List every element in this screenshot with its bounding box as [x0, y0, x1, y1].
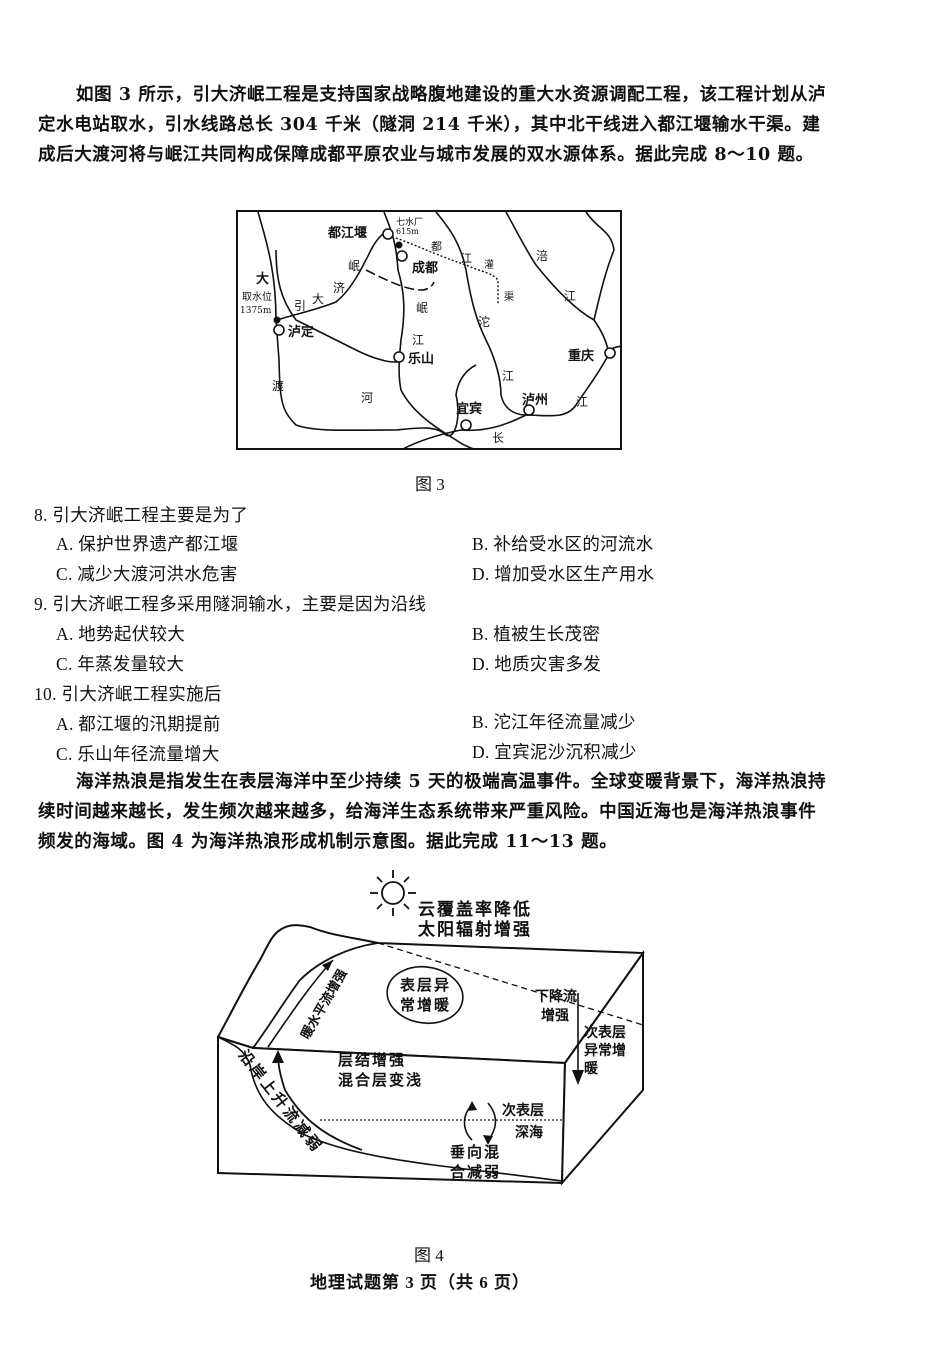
label-canal-3: 济 — [333, 280, 345, 295]
q8-option-b[interactable]: B. 补给受水区的河流水 — [472, 534, 654, 554]
north-trunk-line — [365, 269, 435, 291]
q8-option-a[interactable]: A. 保护世界遗产都江堰 — [56, 534, 239, 554]
label-subsurface-layer: 次表层 — [502, 1102, 544, 1119]
label-tuo-2: 江 — [502, 369, 514, 383]
label-min-1: 岷 — [416, 300, 428, 315]
label-chongqing: 重庆 — [568, 348, 594, 364]
label-canal-1: 引 — [294, 299, 306, 313]
q8-number: 8. — [34, 505, 48, 525]
label-dadu-1: 大 — [256, 271, 269, 287]
label-luzhou: 泸州 — [522, 392, 548, 408]
label-fu-2: 江 — [564, 289, 576, 303]
q9-stem: 引大济岷工程多采用隧洞输水，主要是因为沿线 — [52, 594, 427, 614]
figure-4-caption: 图 4 — [414, 1246, 444, 1265]
label-qishuichang: 七水厂 — [396, 216, 423, 228]
label-dadu-3: 河 — [361, 391, 373, 405]
leshan-marker — [393, 351, 405, 363]
dujiang-irrigation-canal — [395, 237, 499, 305]
label-stratification-2: 混合层变浅 — [338, 1071, 423, 1089]
label-yibin: 宜宾 — [456, 401, 482, 417]
label-vertical-mixing-2: 合减弱 — [449, 1163, 501, 1181]
min-tributary — [275, 249, 402, 363]
label-dadu-2: 渡 — [272, 378, 284, 393]
figure-3-caption: 图 3 — [415, 475, 445, 494]
figure-3-map: 都江堰 七水厂 615m 成都 大 取水位 1375m 泸定 渡 河 引 大 济… — [236, 210, 623, 466]
dadu-river — [257, 211, 477, 437]
label-tuo-1: 沱 — [478, 314, 490, 329]
q9-option-b[interactable]: B. 植被生长茂密 — [472, 624, 601, 644]
label-downwelling-1: 下降流 — [535, 988, 577, 1005]
tuo-river — [435, 211, 527, 416]
q10-number: 10. — [34, 684, 57, 704]
q10-option-c[interactable]: C. 乐山年径流量增大 — [56, 744, 220, 764]
q10-stem: 引大济岷工程实施后 — [61, 684, 222, 704]
label-dujiangyan: 都江堰 — [327, 225, 367, 241]
label-intake: 取水位 — [242, 290, 272, 303]
luding-marker — [273, 324, 285, 336]
figure-4-diagram: 云覆盖率降低 太阳辐射增强 表层异 常增暖 暖水平流增强 下降流 增强 次表层 … — [210, 865, 660, 1200]
passage-text: 海洋热浪是指发生在表层海洋中至少持续 5 天的极端高温事件。全球变暖背景下，海洋… — [38, 772, 827, 852]
q10-option-a[interactable]: A. 都江堰的汛期提前 — [56, 714, 221, 734]
q8-option-d[interactable]: D. 增加受水区生产用水 — [472, 564, 655, 584]
label-irrigation-2: 江 — [461, 252, 472, 265]
sun-icon — [370, 870, 416, 916]
label-subsurface-warm-1: 次表层 — [584, 1024, 626, 1041]
label-leshan: 乐山 — [408, 351, 434, 367]
label-subsurface-warm-3: 暖 — [584, 1060, 599, 1077]
label-luding: 泸定 — [288, 324, 314, 340]
label-canal-4: 岷 — [348, 258, 360, 273]
upwelling-arrow — [277, 1054, 363, 1151]
intake-marker — [273, 316, 281, 324]
label-cloud-cover: 云覆盖率降低 — [418, 899, 532, 920]
label-yangtze-2: 江 — [576, 395, 588, 409]
chongqing-marker — [604, 347, 616, 359]
label-canal-2: 大 — [312, 292, 324, 306]
label-stratification-1: 层结增强 — [338, 1051, 406, 1069]
question-8: 8. 引大济岷工程主要是为了 — [34, 502, 248, 527]
diversion-canal — [276, 229, 389, 321]
block-top — [216, 924, 645, 1065]
q9-option-c[interactable]: C. 年蒸发量较大 — [56, 654, 185, 674]
chengdu-marker — [396, 250, 408, 262]
luzhou-marker — [523, 404, 535, 416]
surface-warm-zone — [386, 965, 464, 1025]
q8-stem: 引大济岷工程主要是为了 — [52, 505, 249, 525]
passage-intro-q11-13: 海洋热浪是指发生在表层海洋中至少持续 5 天的极端高温事件。全球变暖背景下，海洋… — [38, 767, 828, 857]
passage-text: 如图 3 所示，引大济岷工程是支持国家战略腹地建设的重大水资源调配工程，该工程计… — [38, 85, 827, 165]
label-subsurface-warm-2: 异常增 — [584, 1042, 626, 1059]
river-map-svg: 都江堰 七水厂 615m 成都 大 取水位 1375m 泸定 渡 河 引 大 济… — [236, 210, 623, 466]
q8-option-c[interactable]: C. 减少大渡河洪水危害 — [56, 564, 238, 584]
label-intake-elev: 1375m — [240, 306, 272, 316]
label-surface-1: 表层异 — [400, 976, 451, 994]
q9-number: 9. — [34, 594, 48, 614]
q9-option-d[interactable]: D. 地质灾害多发 — [472, 654, 602, 674]
question-9: 9. 引大济岷工程多采用隧洞输水，主要是因为沿线 — [34, 591, 426, 616]
block-right — [560, 949, 644, 1186]
label-irrigation-3: 灌 — [484, 259, 494, 271]
question-10: 10. 引大济岷工程实施后 — [34, 681, 222, 706]
label-downwelling-2: 增强 — [541, 1007, 569, 1024]
heatwave-mechanism-svg: 云覆盖率降低 太阳辐射增强 表层异 常增暖 暖水平流增强 下降流 增强 次表层 … — [216, 870, 645, 1186]
min-river — [383, 211, 485, 466]
q9-option-a[interactable]: A. 地势起伏较大 — [56, 624, 186, 644]
label-yangtze-1: 长 — [492, 431, 504, 445]
label-surface-2: 常增暖 — [400, 996, 451, 1014]
fu-river — [505, 211, 609, 351]
q10-option-b[interactable]: B. 沱江年径流量减少 — [472, 712, 636, 732]
yibin-marker — [460, 419, 472, 431]
label-deep-sea: 深海 — [515, 1124, 543, 1141]
label-fu-1: 涪 — [536, 248, 548, 263]
label-irrigation-1: 都 — [431, 240, 442, 253]
label-vertical-mixing-1: 垂向混 — [450, 1143, 501, 1161]
label-irrigation-4: 渠 — [504, 291, 514, 303]
qishuichang-marker — [395, 241, 403, 249]
q10-option-d[interactable]: D. 宜宾泥沙沉积减少 — [472, 742, 637, 762]
dujiangyan-marker — [382, 228, 394, 240]
page-footer: 地理试题第 3 页（共 6 页） — [310, 1273, 530, 1292]
label-solar-radiation: 太阳辐射增强 — [418, 919, 532, 940]
label-chengdu: 成都 — [412, 260, 438, 276]
passage-intro-q8-10: 如图 3 所示，引大济岷工程是支持国家战略腹地建设的重大水资源调配工程，该工程计… — [38, 80, 828, 170]
label-qishuichang-elev: 615m — [396, 227, 419, 236]
label-min-2: 江 — [412, 333, 424, 347]
